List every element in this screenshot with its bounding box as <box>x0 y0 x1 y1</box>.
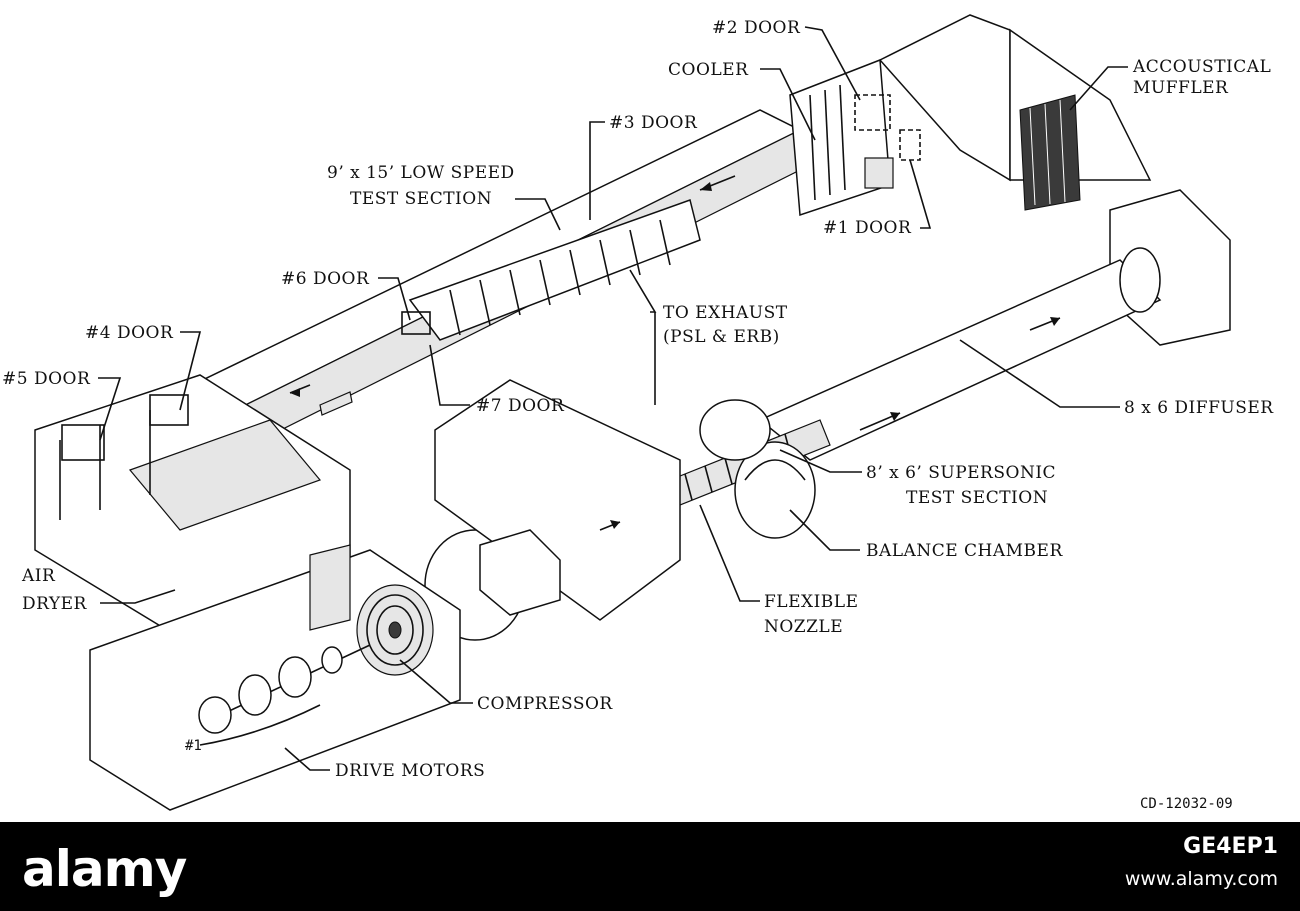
image-id: GE4EP1 <box>1183 834 1278 859</box>
central-block <box>434 379 681 621</box>
alamy-logo: alamy <box>22 840 187 898</box>
watermark-bar: alamy GE4EP1 www.alamy.com <box>0 822 1300 911</box>
door-1 <box>899 129 921 161</box>
label-door-1: #1 DOOR <box>823 218 912 238</box>
label-cooler: COOLER <box>668 60 749 80</box>
label-dryer: DRYER <box>22 594 88 614</box>
label-supersonic-test-section: TEST SECTION <box>906 488 1048 508</box>
label-psl-erb: (PSL & ERB) <box>663 327 780 347</box>
labels: #2 DOOR COOLER ACCOUSTICAL MUFFLER #3 DO… <box>2 18 1274 812</box>
label-door-7: #7 DOOR <box>476 396 565 416</box>
door-4 <box>149 394 189 426</box>
tunnel-structure <box>34 14 1231 811</box>
label-low-speed: 9’ x 15’ LOW SPEED <box>327 163 515 183</box>
label-to-exhaust: TO EXHAUST <box>663 303 788 323</box>
label-diffuser: 8 x 6 DIFFUSER <box>1124 398 1274 418</box>
label-drive-motors: DRIVE MOTORS <box>335 761 485 781</box>
label-air: AIR <box>21 566 56 586</box>
label-nozzle: NOZZLE <box>764 617 843 637</box>
label-flexible: FLEXIBLE <box>764 592 859 612</box>
drive-motor <box>321 646 343 674</box>
label-door-5: #5 DOOR <box>2 369 91 389</box>
label-accoustical: ACCOUSTICAL <box>1132 57 1271 77</box>
cooler-unit <box>789 58 891 217</box>
label-door-6: #6 DOOR <box>281 269 370 289</box>
drive-motor <box>238 674 272 716</box>
door-6 <box>401 311 431 335</box>
door-7 <box>319 391 353 416</box>
label-muffler: MUFFLER <box>1133 78 1229 98</box>
wind-tunnel-diagram: #2 DOOR COOLER ACCOUSTICAL MUFFLER #3 DO… <box>2 14 1274 812</box>
door-5 <box>61 424 105 461</box>
label-test-section: TEST SECTION <box>350 189 492 209</box>
label-balance-chamber: BALANCE CHAMBER <box>866 541 1063 561</box>
label-motor-mark: #1 <box>185 738 202 754</box>
label-door-2: #2 DOOR <box>712 18 801 38</box>
drive-motor <box>198 696 232 734</box>
acoustical-muffler <box>1019 94 1081 211</box>
label-compressor: COMPRESSOR <box>477 694 613 714</box>
label-door-3: #3 DOOR <box>609 113 698 133</box>
watermark-url: www.alamy.com <box>1124 868 1278 890</box>
figure-code: CD-12032-09 <box>1140 796 1233 812</box>
label-supersonic: 8’ x 6’ SUPERSONIC <box>866 463 1056 483</box>
door-2 <box>854 94 891 131</box>
leader-lines <box>98 26 1128 771</box>
label-door-4: #4 DOOR <box>85 323 174 343</box>
drive-motor <box>278 656 312 698</box>
